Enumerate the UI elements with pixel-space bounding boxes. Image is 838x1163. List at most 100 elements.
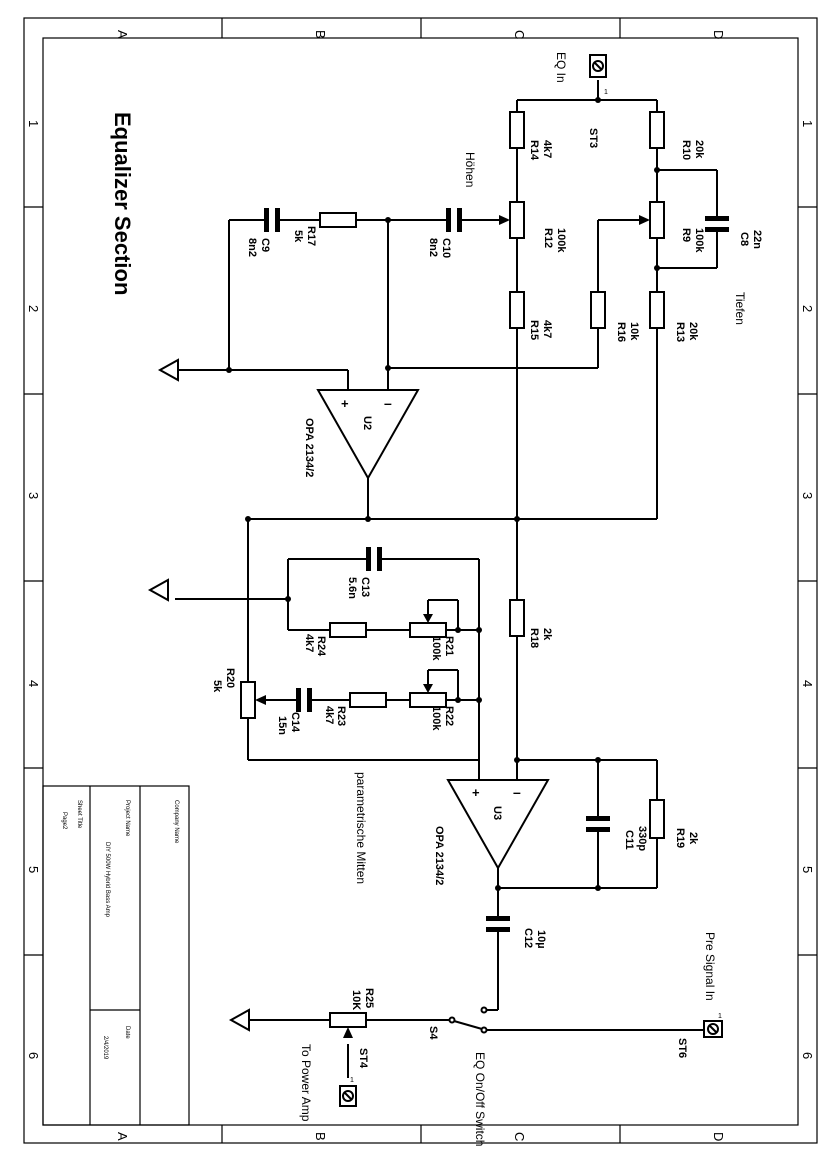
- potentiometer-r20[interactable]: [240, 681, 256, 719]
- c14-ref: C14: [289, 712, 301, 733]
- col-label-bottom-a: A: [115, 1132, 130, 1141]
- c10-value: 8n2: [427, 238, 439, 257]
- row-label-right-4: 4: [800, 680, 815, 687]
- connector-st3[interactable]: [589, 54, 607, 78]
- r18-value: 2k: [541, 628, 553, 641]
- company-label: Company Name: [173, 800, 179, 844]
- c10-ref: C10: [440, 238, 452, 258]
- resistor-r18: [509, 599, 525, 637]
- potentiometer-r25[interactable]: [329, 1012, 367, 1028]
- note-treble: Höhen: [463, 152, 477, 187]
- u2-ref: U2: [361, 416, 373, 430]
- st6-pin: 1: [718, 1013, 722, 1020]
- project-value: DIY 500W Hybrid Bass Amp: [104, 842, 110, 918]
- capacitor-c12: [486, 916, 510, 932]
- c12-value: 10µ: [535, 930, 547, 949]
- capacitor-c8: [705, 216, 729, 232]
- r23-value: 4k7: [323, 706, 335, 724]
- connector-st6[interactable]: [703, 1020, 723, 1038]
- resistor-r13: [649, 291, 665, 329]
- resistor-r14: [509, 111, 525, 149]
- capacitors: [264, 208, 729, 932]
- r20-ref: R20: [224, 668, 236, 688]
- date-value: 2/4/2019: [102, 1036, 108, 1060]
- r25-value: 10K: [350, 990, 362, 1010]
- eq-switch-label: EQ On/Off Switch: [473, 1052, 487, 1146]
- st6-ref: ST6: [676, 1038, 688, 1058]
- c12-ref: C12: [522, 928, 534, 948]
- reference-arrow-u2: [157, 358, 179, 382]
- r16-value: 10k: [628, 322, 640, 341]
- u2-part: OPA 2134/2: [303, 418, 315, 477]
- r19-ref: R19: [674, 828, 686, 848]
- page-title: Equalizer Section: [110, 112, 135, 295]
- connector-st4[interactable]: [339, 1085, 357, 1107]
- reference-arrow-mid: [147, 578, 169, 602]
- r20-value: 5k: [211, 680, 223, 693]
- outer-border: [23, 17, 818, 1144]
- note-bass: Tiefen: [733, 292, 747, 325]
- opamp-u2: [316, 389, 420, 481]
- row-label-right-5: 5: [800, 866, 815, 873]
- col-label-top-c: C: [512, 30, 527, 39]
- row-label-left-3: 3: [26, 492, 41, 499]
- resistor-r15: [509, 291, 525, 329]
- c8-value: 22n: [751, 230, 763, 249]
- title-block: Company Name Project Name DIY 500W Hybri…: [42, 785, 190, 1126]
- col-label-top-a: A: [115, 30, 130, 39]
- st4-ref: ST4: [357, 1048, 369, 1069]
- r24-value: 4k7: [303, 634, 315, 652]
- r12-ref: R12: [542, 228, 554, 248]
- c13-ref: C13: [359, 577, 371, 597]
- potentiometer-r21[interactable]: [409, 622, 447, 638]
- potentiometer-r22[interactable]: [409, 692, 447, 708]
- resistor-r23: [349, 692, 387, 708]
- note-mid: parametrische Mitten: [354, 772, 368, 884]
- r18-ref: R18: [528, 628, 540, 648]
- potentiometer-r12[interactable]: [509, 201, 525, 239]
- r24-ref: R24: [315, 636, 327, 657]
- r14-value: 4k7: [541, 140, 553, 158]
- r9-value: 100k: [693, 228, 705, 253]
- sheet-title-value: Page2: [61, 812, 67, 830]
- capacitor-c13: [366, 547, 382, 571]
- resistor-r24: [329, 622, 367, 638]
- c8-ref: C8: [738, 232, 750, 246]
- grid-ticks: [24, 18, 817, 1143]
- c14-value: 15n: [276, 716, 288, 735]
- c9-ref: C9: [259, 238, 271, 252]
- resistor-r10: [649, 111, 665, 149]
- row-label-left-2: 2: [26, 305, 41, 312]
- r9-ref: R9: [680, 228, 692, 242]
- capacitor-c11: [586, 816, 610, 832]
- wires: [175, 80, 718, 1078]
- r12-value: 100k: [555, 228, 567, 253]
- to-power-amp-text: To Power Amp: [299, 1044, 313, 1122]
- wiper-arrows: [255, 215, 650, 1038]
- st3-pin: 1: [604, 89, 608, 96]
- c9-value: 8n2: [246, 238, 258, 257]
- switch-s4[interactable]: [448, 1006, 488, 1034]
- capacitor-c10: [446, 208, 462, 232]
- r21-value: 100k: [430, 636, 442, 661]
- u3-minus-pin: –: [513, 784, 521, 800]
- reference-arrow-out: [228, 1008, 250, 1032]
- date-label: Date: [124, 1026, 130, 1039]
- potentiometer-r9[interactable]: [649, 201, 665, 239]
- pre-signal-in-label: Pre Signal In: [703, 932, 717, 1001]
- inner-border: [42, 37, 799, 1126]
- r13-value: 20k: [687, 322, 699, 341]
- r15-ref: R15: [528, 320, 540, 340]
- r14-ref: R14: [528, 140, 540, 161]
- col-label-top-b: B: [313, 30, 328, 39]
- row-label-right-1: 1: [800, 120, 815, 127]
- u2-plus-pin: +: [341, 396, 349, 411]
- project-label: Project Name: [124, 800, 130, 837]
- row-label-left-6: 6: [26, 1052, 41, 1059]
- capacitor-c9: [264, 208, 280, 232]
- r22-value: 100k: [430, 706, 442, 731]
- r23-ref: R23: [335, 706, 347, 726]
- st4-pin: 1: [350, 1077, 354, 1084]
- col-label-bottom-b: B: [313, 1132, 328, 1141]
- r17-ref: R17: [305, 226, 317, 246]
